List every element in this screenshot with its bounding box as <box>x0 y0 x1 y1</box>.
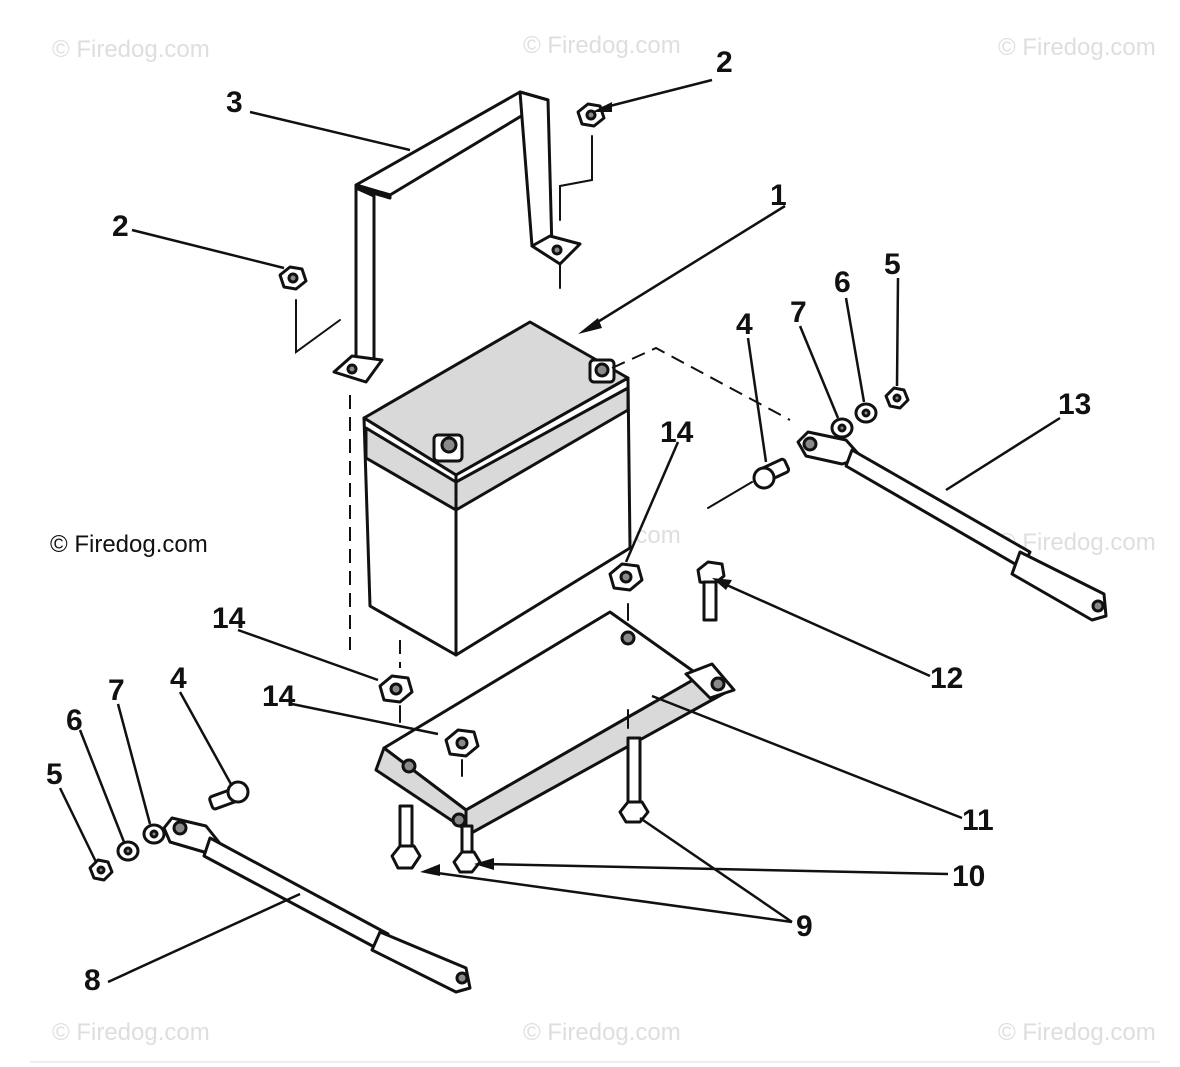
callout-bolt-left: 4 <box>170 662 187 695</box>
battery <box>362 320 632 657</box>
bolt-bottom-left <box>390 804 422 870</box>
battery-tray <box>374 610 736 838</box>
nut-top-left <box>278 265 308 291</box>
callout-nut-right: 5 <box>884 248 901 281</box>
callout-bolt-right: 4 <box>736 308 753 341</box>
nut-tray-center <box>444 728 480 758</box>
watermark-bottom-left: © Firedog.com <box>52 1019 210 1046</box>
nut-top-right <box>576 102 606 128</box>
callout-nut-top-right: 2 <box>716 46 733 79</box>
nut-right <box>884 386 910 410</box>
callout-washer-left: 6 <box>66 704 83 737</box>
copyright-label: © Firedog.com <box>50 531 208 558</box>
nut-left <box>88 858 114 882</box>
callout-lockwasher-right: 7 <box>790 296 807 329</box>
callout-nut-left: 5 <box>46 758 63 791</box>
watermark-bottom-center: © Firedog.com <box>523 1019 681 1046</box>
callout-bolt-bottom: 10 <box>952 860 985 893</box>
callout-washer-right: 6 <box>834 266 851 299</box>
callout-lockwasher-left: 7 <box>108 674 125 707</box>
cable-positive <box>796 430 1108 622</box>
bolt-right <box>752 457 791 490</box>
cable-negative <box>162 816 472 994</box>
nut-tray-right <box>608 562 644 592</box>
bolt-tray <box>696 560 726 622</box>
watermark-top-left: © Firedog.com <box>52 36 210 63</box>
callout-cable-positive: 13 <box>1058 388 1091 421</box>
callout-screw: 9 <box>796 910 813 943</box>
hold-down-bracket <box>332 90 582 384</box>
leader-lines <box>58 78 1061 984</box>
washer-left <box>116 840 140 862</box>
screw <box>618 736 650 824</box>
lockwasher-left <box>142 823 166 845</box>
watermark-top-right: © Firedog.com <box>998 34 1156 61</box>
callout-nut-tray-left: 14 <box>212 602 246 635</box>
bolt-bottom-center <box>452 824 482 874</box>
assembly-lines <box>295 135 791 777</box>
lockwasher-right <box>830 417 854 439</box>
watermark-bottom-right: © Firedog.com <box>998 1019 1156 1046</box>
nut-tray-left <box>378 674 414 704</box>
watermark-top-center: © Firedog.com <box>523 32 681 59</box>
callout-battery-tray: 11 <box>962 804 994 837</box>
callout-nut-tray-center: 14 <box>262 680 296 713</box>
callout-cable-negative: 8 <box>84 964 101 997</box>
callout-battery: 1 <box>770 179 787 212</box>
callout-nut-top-left: 2 <box>112 210 129 243</box>
callout-bolt-tray: 12 <box>930 662 963 695</box>
bolt-left <box>208 780 250 811</box>
callout-nut-tray-right: 14 <box>660 416 694 449</box>
washer-right <box>854 402 878 424</box>
callout-hold-down-bracket: 3 <box>226 86 243 119</box>
